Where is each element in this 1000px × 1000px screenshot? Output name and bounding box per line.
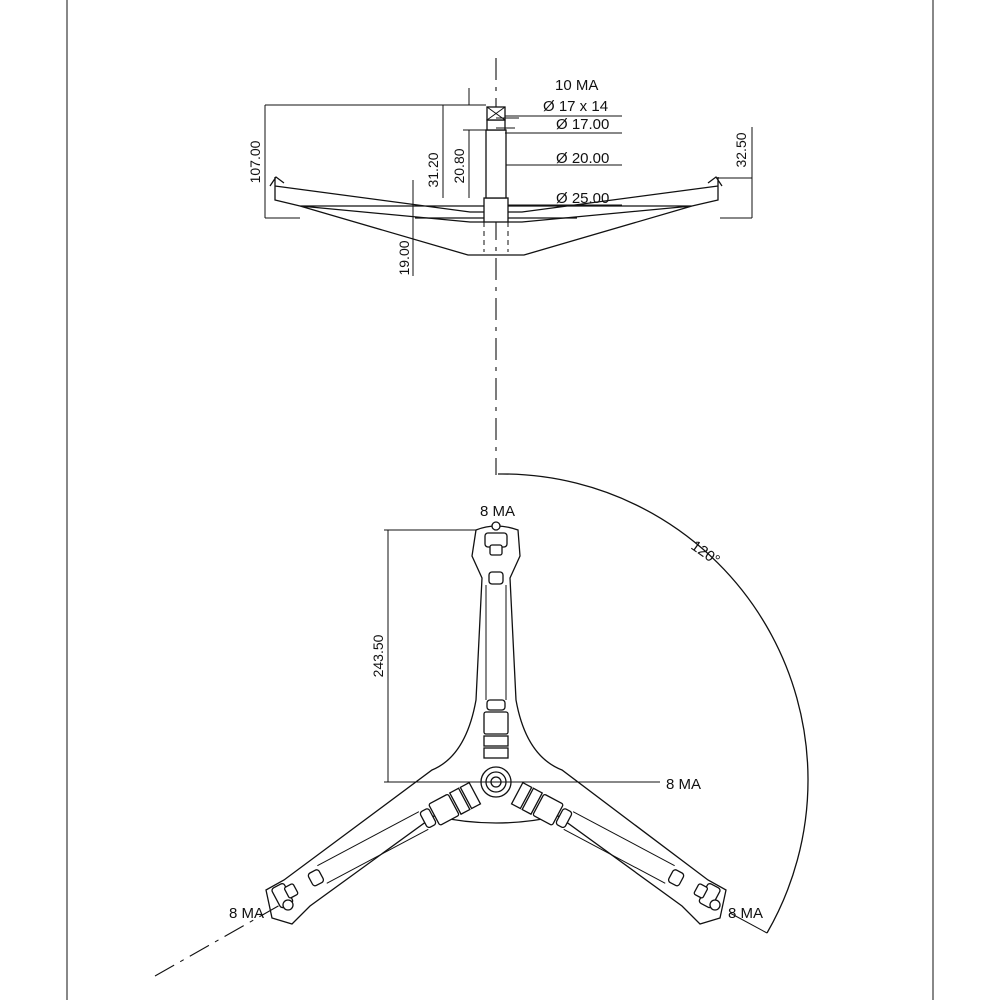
label-left-bolt: 8 MA [229,905,264,922]
hidden-hub-bore [483,222,509,252]
side-view: 107.00 31.20 20.80 19.00 32.50 10 MA Ø 1… [247,58,753,475]
label-right-bolt: 8 MA [728,905,763,922]
label-square-size: Ø 17 x 14 [543,98,608,115]
dim-arm-length: 243.50 [370,634,386,677]
top-bolt-hole [491,521,501,531]
top-arm-ribs [483,532,509,759]
left-bolt-hole [282,899,294,911]
spider-profile [269,176,723,256]
label-shaft-d25: Ø 25.00 [556,190,609,207]
dim-rim-height: 32.50 [733,132,749,167]
square-cross-b [486,106,506,121]
plan-view: 120° [154,473,809,977]
shaft-lower [483,197,509,223]
right-bolt-hole [709,899,721,911]
dim-hub-depth: 19.00 [396,240,412,275]
dim-shaft-mid-height: 20.80 [451,148,467,183]
right-arm-ribs [271,781,482,909]
label-shaft-d20: Ø 20.00 [556,150,609,167]
axis-left [154,904,281,977]
label-thread: 10 MA [555,77,598,94]
shaft-middle [485,129,507,199]
dim-total-height: 107.00 [247,140,263,183]
dim-shaft-height: 31.20 [425,152,441,187]
label-center-bolt: 8 MA [666,776,701,793]
angle-label: 120° [688,537,723,569]
left-arm-ribs [510,781,721,909]
angle-arc-end [729,912,768,934]
angle-arc [497,473,809,934]
label-shaft-d17: Ø 17.00 [556,116,609,133]
label-top-bolt: 8 MA [480,503,515,520]
